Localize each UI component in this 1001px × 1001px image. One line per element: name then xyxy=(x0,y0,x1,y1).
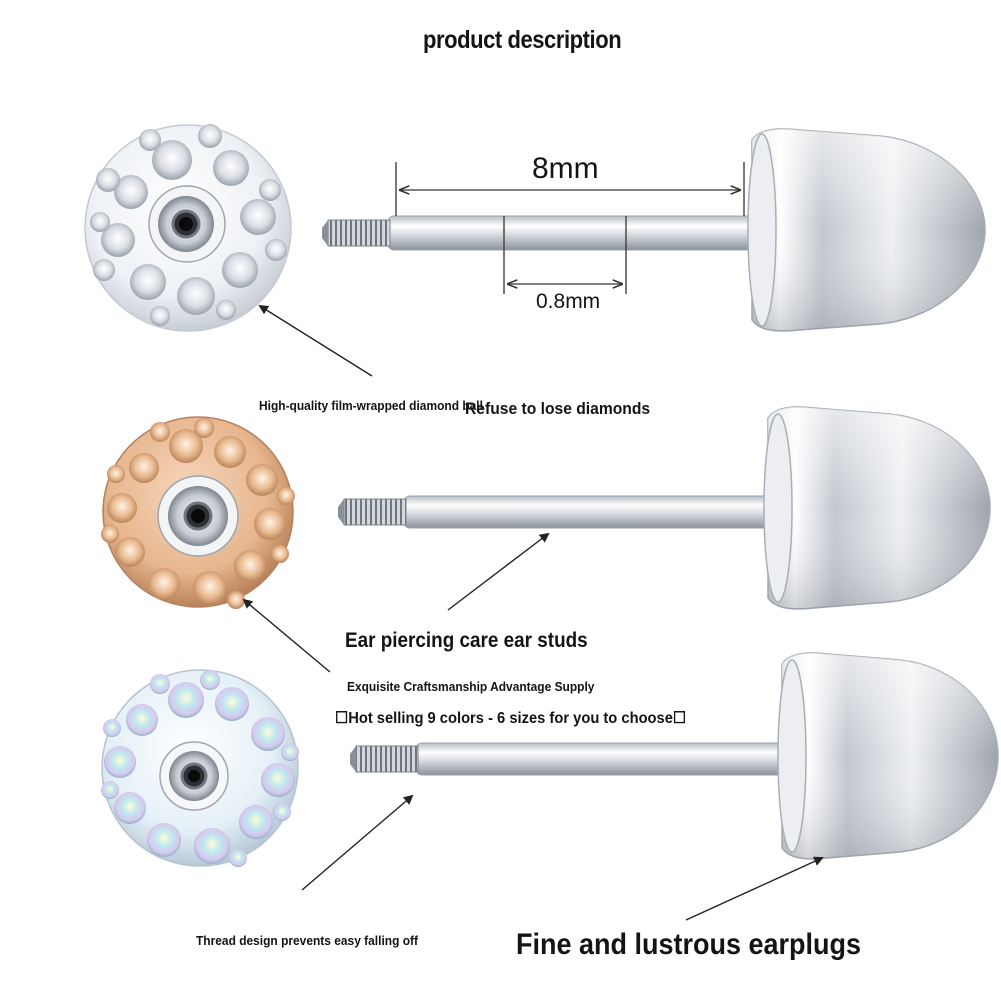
rhinestones-clear xyxy=(90,124,287,326)
rhinestones-aurora xyxy=(101,670,299,867)
caption-refuse-lose: Refuse to lose diamonds xyxy=(465,399,651,418)
rhinestones-champagne xyxy=(101,418,295,609)
page-title: product description xyxy=(423,26,622,54)
stud-clear xyxy=(84,124,986,332)
caption-thread-design: Thread design prevents easy falling off xyxy=(196,933,418,948)
caption-craftsmanship: Exquisite Craftsmanship Advantage Supply xyxy=(347,679,595,694)
caption-film-wrapped: High-quality film-wrapped diamond ball xyxy=(259,398,483,413)
caption-care-studs: Ear piercing care ear studs xyxy=(345,629,588,652)
stud-aurora xyxy=(101,652,999,867)
length-dimension-label: 8mm xyxy=(532,152,599,185)
caption-hot-selling: ☐Hot selling 9 colors - 6 sizes for you … xyxy=(335,710,687,727)
pointer-arrows xyxy=(242,304,824,921)
thickness-dimension-label: 0.8mm xyxy=(536,290,601,313)
stud-champagne xyxy=(101,406,991,610)
caption-earplugs: Fine and lustrous earplugs xyxy=(516,928,862,961)
